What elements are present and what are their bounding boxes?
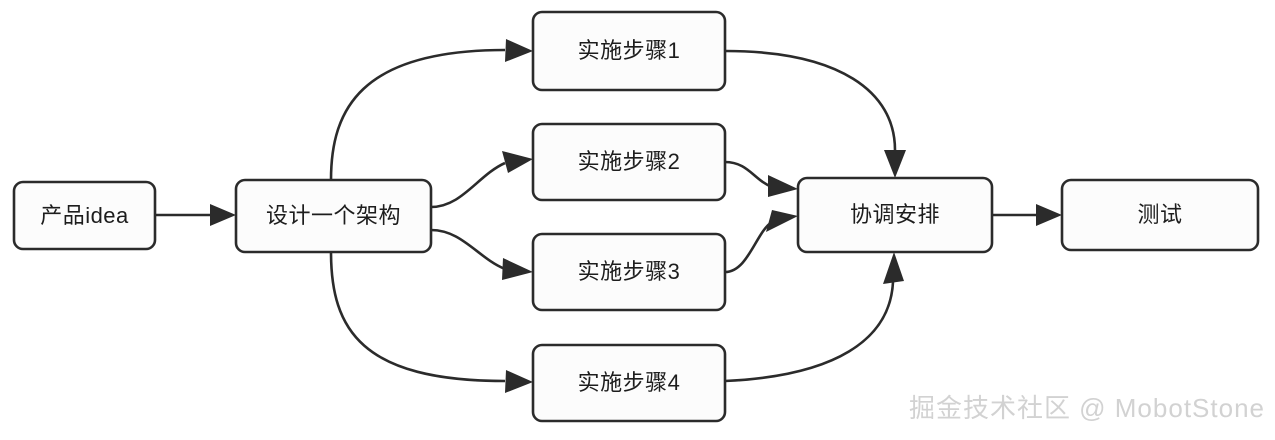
arrow-head-icon bbox=[502, 151, 533, 173]
node-box[interactable] bbox=[1060, 178, 1260, 252]
edge-step4-to-coord bbox=[724, 252, 904, 383]
edge-coord-to-test bbox=[992, 204, 1062, 226]
node-label: 实施步骤1 bbox=[578, 38, 681, 63]
edge-design-to-step2 bbox=[430, 151, 533, 209]
edge-line bbox=[430, 161, 506, 209]
arrow-head-icon bbox=[1036, 204, 1062, 226]
edge-idea-to-design bbox=[155, 204, 236, 226]
arrow-head-icon bbox=[502, 258, 533, 280]
edge-line bbox=[329, 251, 506, 383]
node-step1[interactable]: 实施步骤1 bbox=[531, 10, 727, 92]
node-box[interactable] bbox=[531, 343, 727, 423]
watermark-label: 掘金技术社区 @ MobotStone bbox=[909, 393, 1265, 423]
node-layer: 产品idea 设计一个架构 实施步骤1 实施步骤2 实施步骤3 实施步骤4 bbox=[12, 10, 1260, 423]
edge-design-to-step4 bbox=[329, 251, 533, 393]
arrow-head-icon bbox=[884, 150, 906, 178]
edge-layer bbox=[155, 39, 1062, 393]
arrow-head-icon bbox=[210, 204, 236, 226]
node-box[interactable] bbox=[531, 122, 727, 202]
node-box[interactable] bbox=[531, 232, 727, 312]
node-design[interactable]: 设计一个架构 bbox=[234, 178, 433, 254]
node-label: 协调安排 bbox=[850, 202, 940, 227]
edge-step3-to-coord bbox=[724, 210, 798, 274]
node-label: 实施步骤2 bbox=[578, 149, 681, 174]
edge-line bbox=[724, 281, 895, 383]
node-coord[interactable]: 协调安排 bbox=[796, 176, 994, 254]
arrow-head-icon bbox=[505, 39, 533, 62]
edge-line bbox=[724, 220, 773, 274]
node-test[interactable]: 测试 bbox=[1060, 178, 1260, 252]
edge-line bbox=[430, 228, 506, 271]
node-box[interactable] bbox=[12, 180, 157, 251]
node-step3[interactable]: 实施步骤3 bbox=[531, 232, 727, 312]
arrow-head-icon bbox=[883, 252, 904, 284]
edge-step2-to-coord bbox=[724, 160, 798, 197]
node-label: 测试 bbox=[1137, 202, 1182, 227]
edge-step1-to-coord bbox=[724, 49, 906, 178]
node-idea[interactable]: 产品idea bbox=[12, 180, 157, 251]
node-box[interactable] bbox=[796, 176, 994, 254]
edge-line bbox=[724, 49, 897, 151]
node-step4[interactable]: 实施步骤4 bbox=[531, 343, 727, 423]
node-label: 设计一个架构 bbox=[266, 203, 401, 228]
edge-line bbox=[329, 48, 506, 181]
arrow-head-icon bbox=[505, 370, 533, 393]
node-step2[interactable]: 实施步骤2 bbox=[531, 122, 727, 202]
arrow-head-icon bbox=[766, 210, 798, 232]
edge-design-to-step1 bbox=[329, 39, 533, 181]
node-label: 产品idea bbox=[40, 203, 129, 228]
node-box[interactable] bbox=[234, 178, 433, 254]
node-label: 实施步骤4 bbox=[578, 370, 681, 395]
node-label: 实施步骤3 bbox=[578, 259, 681, 284]
edge-design-to-step3 bbox=[430, 228, 533, 280]
arrow-head-icon bbox=[768, 175, 798, 197]
node-box[interactable] bbox=[531, 10, 727, 92]
edge-line bbox=[724, 160, 773, 189]
